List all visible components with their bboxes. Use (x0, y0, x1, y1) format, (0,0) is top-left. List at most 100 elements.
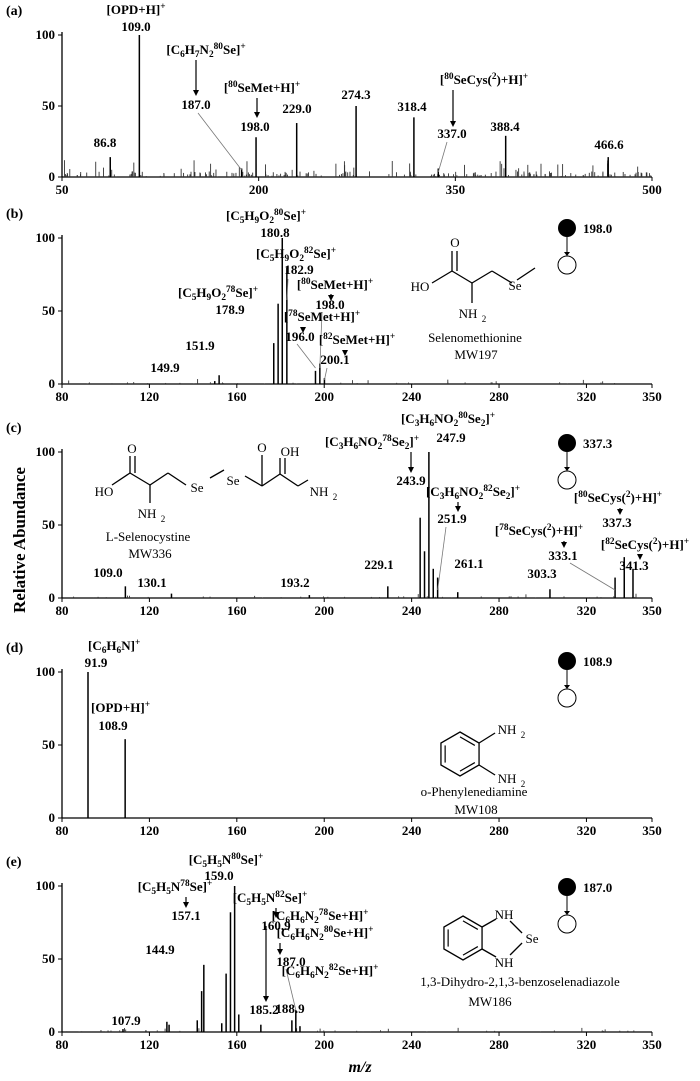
y-tick-label: 100 (36, 230, 56, 245)
peak-mz-label: 200.1 (320, 352, 349, 367)
ion-label: [C5H5N80Se]+ (189, 852, 264, 870)
precursor-filled-circle (558, 434, 576, 452)
x-tick-label: 240 (402, 823, 422, 838)
bond (509, 920, 523, 934)
ion-label: [C6H6N]+ (88, 638, 140, 656)
peak-mz-label: 303.3 (527, 566, 557, 581)
precursor-mz: 337.3 (583, 436, 613, 451)
arrowhead (193, 90, 199, 96)
peak-mz-label: 157.1 (171, 908, 200, 923)
x-tick-label: 160 (227, 1037, 247, 1052)
x-tick-label: 120 (140, 603, 160, 618)
x-tick-label: 320 (577, 1037, 597, 1052)
bond (509, 942, 523, 956)
y-tick-label: 0 (49, 590, 56, 605)
precursor-filled-circle (558, 878, 576, 896)
y-axis-title-text: Relative Abundance (10, 467, 29, 613)
atom-subscript: 2 (333, 492, 338, 502)
leader-line (437, 526, 447, 591)
peak-mz-label: 466.6 (594, 137, 624, 152)
x-tick-label: 160 (227, 823, 247, 838)
y-tick-label: 50 (42, 303, 55, 318)
arrowhead (564, 467, 570, 471)
ion-label: [C5H5N78Se]+ (138, 879, 213, 897)
product-open-circle (557, 688, 577, 708)
atom-NH2: NH (498, 722, 517, 737)
x-tick-label: 350 (642, 823, 662, 838)
arrowhead (637, 554, 643, 560)
x-tick-label: 280 (489, 603, 509, 618)
x-tick-label: 240 (402, 603, 422, 618)
atom-subscript: 2 (521, 730, 526, 740)
peak-mz-label: 178.9 (215, 302, 245, 317)
peak-mz-label: 109.0 (121, 19, 150, 34)
x-tick-label: 240 (402, 389, 422, 404)
bond (261, 473, 281, 487)
bond (167, 472, 187, 486)
peak-mz-label: 337.3 (602, 515, 632, 530)
precursor-symbol: 198.0 (557, 219, 612, 275)
y-tick-label: 50 (42, 951, 55, 966)
panel-label: (a) (6, 4, 23, 19)
x-tick-label: 120 (140, 1037, 160, 1052)
peak-mz-label: 160.9 (261, 918, 291, 933)
atom-NH2: NH (498, 771, 517, 786)
arrowhead (455, 506, 461, 512)
x-tick-label: 350 (642, 603, 662, 618)
x-tick-label: 80 (56, 389, 69, 404)
peak-mz-label: 108.9 (98, 718, 128, 733)
arrowhead (564, 685, 570, 689)
peak-mz-label: 198.0 (240, 119, 269, 134)
peak-mz-label: 318.4 (397, 99, 427, 114)
precursor-mz: 187.0 (583, 880, 612, 895)
ion-label: [80SeCys(2)+H]+ (574, 490, 662, 505)
y-tick-label: 100 (36, 664, 56, 679)
x-tick-label: 280 (489, 1037, 509, 1052)
bond (451, 270, 473, 284)
compound-name: 1,3-Dihydro-2,1,3-benzoselenadiazole (420, 974, 620, 989)
x-tick-label: 200 (314, 1037, 334, 1052)
peak-mz-label: 86.8 (94, 135, 117, 150)
peak-mz-label: 91.9 (85, 655, 108, 670)
bond (462, 946, 479, 956)
atom-Se: Se (509, 278, 522, 293)
arrowhead (263, 996, 269, 1002)
peak-mz-label: 274.3 (341, 87, 371, 102)
peak-mz-label: 196.0 (285, 329, 314, 344)
x-tick-label: 120 (140, 823, 160, 838)
ion-label: [C3H6NO278Se2]+ (325, 434, 419, 452)
leader-line (437, 141, 448, 173)
arrowhead (342, 350, 348, 356)
benzene-ring (443, 915, 483, 961)
atom-O: O (127, 441, 136, 456)
atom-NH: NH (495, 907, 514, 922)
x-tick-label: 320 (577, 603, 597, 618)
bond (481, 918, 497, 928)
atom-O: O (257, 440, 266, 455)
benzene-ring (440, 731, 480, 777)
precursor-symbol: 187.0 (557, 878, 612, 934)
ion-label: [C3H6NO282Se2]+ (426, 484, 520, 502)
bond (478, 732, 496, 744)
atom-OH: OH (281, 444, 300, 459)
x-tick-label: 80 (56, 1037, 69, 1052)
bond (462, 920, 479, 930)
x-tick-label: 120 (140, 389, 160, 404)
peak-mz-label: 333.1 (548, 548, 577, 563)
x-tick-label: 80 (56, 823, 69, 838)
ion-label: [C5H9O282Se]+ (256, 246, 336, 264)
peak-mz-label: 229.1 (364, 557, 393, 572)
peak-mz-label: 251.9 (437, 511, 467, 526)
leader-line (296, 343, 316, 369)
peak-mz-label: 261.1 (454, 556, 483, 571)
arrowhead (564, 252, 570, 256)
peak-mz-label: 187.0 (276, 954, 305, 969)
leader-line (569, 562, 616, 591)
peak-mz-label: 107.9 (111, 1013, 141, 1028)
precursor-filled-circle (558, 219, 576, 237)
